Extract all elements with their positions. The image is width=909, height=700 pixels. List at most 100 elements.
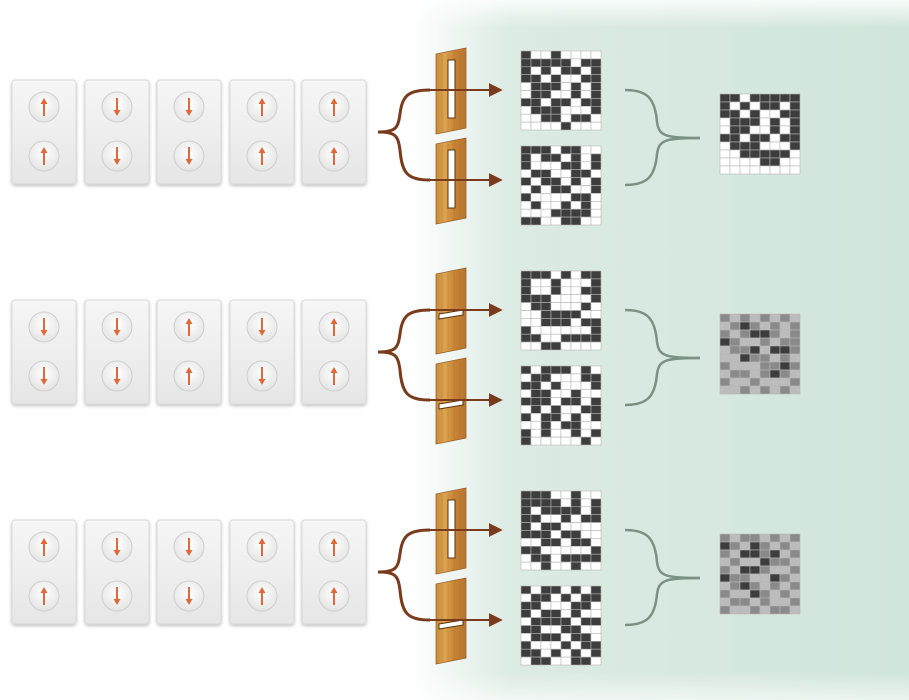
grid-cell [531,67,541,75]
grid-cell [750,346,760,354]
grid-cell [591,554,601,562]
grid-cell [591,641,601,649]
grid-cell [561,531,571,539]
grid-cell [790,378,800,386]
grid-cell [541,366,551,374]
grid-cell [561,178,571,186]
grid-cell [531,334,541,342]
grid-cell [541,507,551,515]
grid-cell [571,421,581,429]
grid-cell [541,318,551,326]
grid-cell [760,314,770,322]
grid-cell [531,429,541,437]
grid-cell [561,602,571,610]
grid-cell [561,618,571,626]
spin-pair-card [12,300,76,404]
grid-cell [581,122,591,130]
grid-cell [531,491,541,499]
grid-cell [760,574,770,582]
grid-cell [581,649,591,657]
grid-cell [591,51,601,59]
grid-cell [521,562,531,570]
grid-cell [790,542,800,550]
grid-cell [541,374,551,382]
grid-cell [541,271,551,279]
merge-brace-lower [625,358,700,405]
grid-cell [581,51,591,59]
grid-cell [581,287,591,295]
grid-cell [571,657,581,665]
grid-cell [571,91,581,99]
spin-pair-card [157,80,221,184]
grid-cell [541,657,551,665]
grid-cell [551,641,561,649]
grid-cell [581,186,591,194]
grid-cell [541,303,551,311]
grid-cell [790,94,800,102]
grid-cell [571,217,581,225]
grid-cell [591,523,601,531]
grid-cell [541,186,551,194]
grid-cell [521,146,531,154]
grid-cell [591,334,601,342]
grid-cell [551,657,561,665]
grid-cell [790,558,800,566]
grid-cell [780,566,790,574]
grid-cell [780,534,790,542]
grid-cell [581,303,591,311]
grid-cell [720,542,730,550]
grid-cell [551,311,561,319]
grid-cell [770,598,780,606]
grid-cell [581,562,591,570]
grid-cell [730,158,740,166]
grid-cell [531,122,541,130]
grid-cell [521,641,531,649]
grid-cell [531,287,541,295]
grid-cell [581,594,591,602]
grid-cell [770,606,780,614]
grid-cell [531,594,541,602]
grid-cell [730,598,740,606]
grid-cell [750,590,760,598]
grid-cell [571,318,581,326]
grid-cell [591,326,601,334]
grid-cell [750,386,760,394]
grid-cell [531,382,541,390]
grid-cell [571,562,581,570]
grid-cell [730,386,740,394]
grid-cell [531,162,541,170]
grid-cell [581,421,591,429]
grid-cell [591,618,601,626]
grid-cell [760,386,770,394]
grid-cell [531,421,541,429]
grid-cell [541,209,551,217]
grid-cell [541,499,551,507]
pattern-grid-a [521,491,601,570]
grid-cell [760,94,770,102]
spin-pair-card [12,80,76,184]
grid-cell [521,413,531,421]
grid-cell [591,398,601,406]
grid-cell [561,75,571,83]
grid-cell [551,271,561,279]
grid-cell [521,303,531,311]
grid-cell [521,98,531,106]
grid-cell [770,134,780,142]
grid-cell [551,437,561,445]
grid-cell [591,217,601,225]
grid-cell [730,338,740,346]
grid-cell [591,279,601,287]
grid-cell [770,354,780,362]
grid-cell [770,102,780,110]
grid-cell [541,649,551,657]
spin-pair-card [85,520,149,624]
grid-cell [730,378,740,386]
grid-cell [541,114,551,122]
grid-cell [750,606,760,614]
grid-cell [521,499,531,507]
grid-cell [571,437,581,445]
grid-cell [760,354,770,362]
grid-cell [581,201,591,209]
grid-cell [551,162,561,170]
grid-cell [790,550,800,558]
